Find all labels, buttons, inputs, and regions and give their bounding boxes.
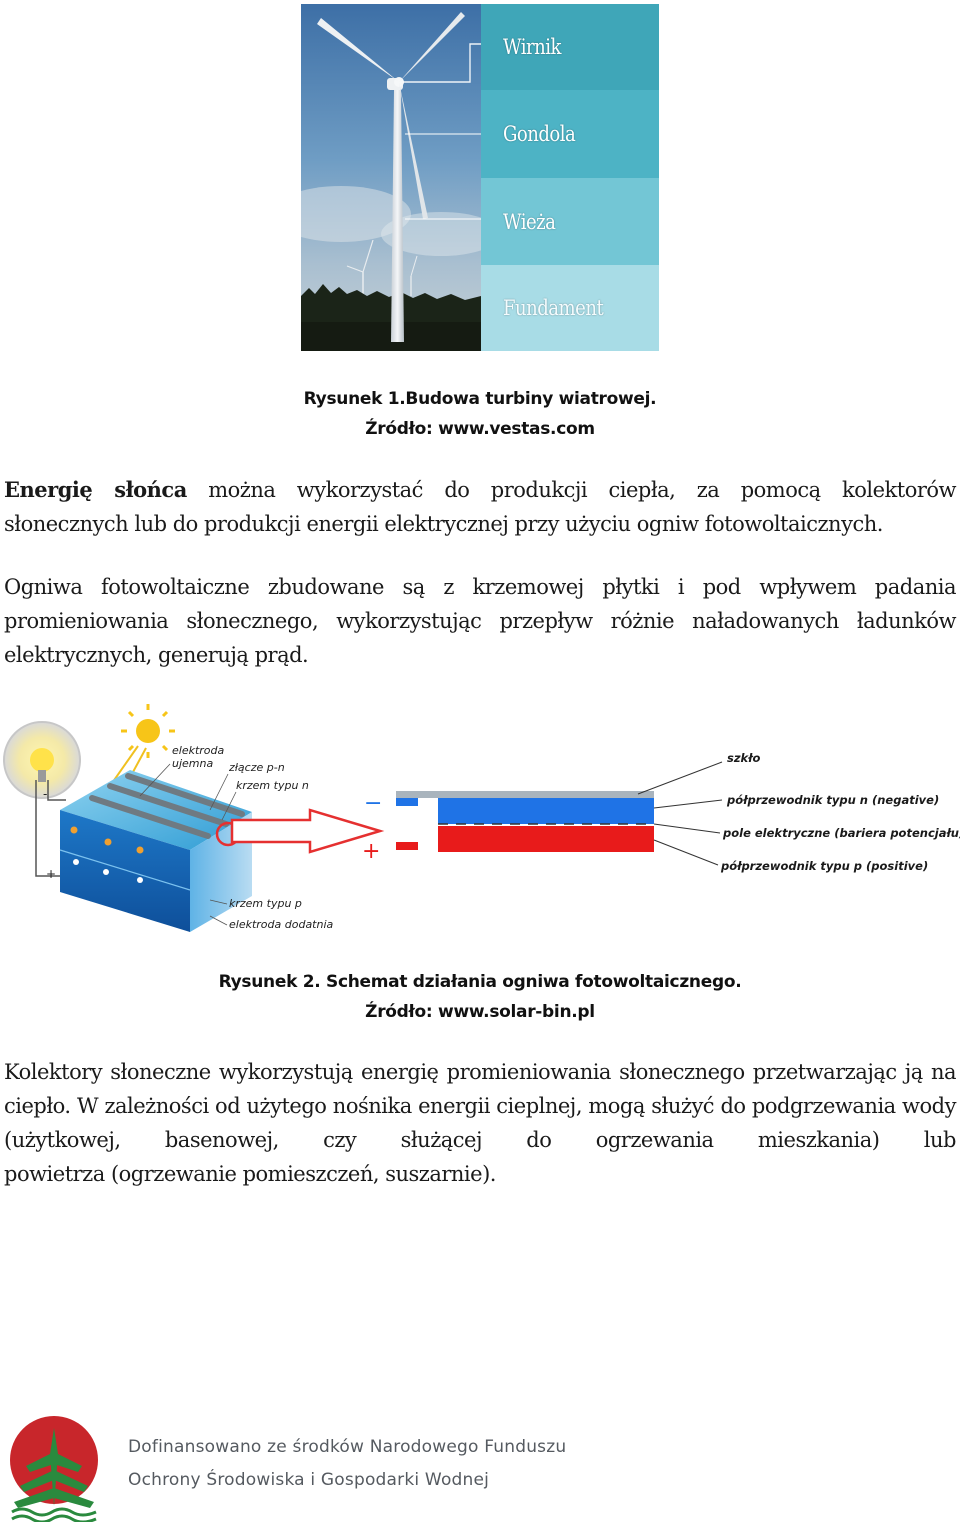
label-typ-n: półprzewodnik typu n (negative) [726,793,939,807]
footer-funding-line-1: Dofinansowano ze środków Narodowego Fund… [128,1437,567,1457]
p-type-layer [438,826,654,852]
positive-terminal-label: + [46,867,56,881]
solar-cell-block [59,770,252,932]
n-type-layer [438,798,654,824]
paragraph-text: Kolektory słoneczne wykorzystują energię… [4,1060,957,1152]
figure-2-caption-source: Źródło: www.solar-bin.pl [365,1002,595,1022]
glass-layer [396,791,654,798]
paragraph-pv-cells: Ogniwa fotowoltaiczne zbudowane są z krz… [4,570,957,672]
negative-terminal-label: - [43,787,47,801]
label-elektroda-ujemna-2: ujemna [172,757,213,770]
paragraph-text: elektrycznych, generują prąd. [4,643,309,667]
turbine-label-gondola: Gondola [481,90,659,178]
label-pole: pole elektryczne (bariera potencjału) [722,826,960,840]
turbine-label-fundament: Fundament [481,265,659,351]
figure-1-caption: Rysunek 1.Budowa turbiny wiatrowej. Źród… [0,384,960,444]
minus-sign: − [364,791,382,816]
label-typ-p: półprzewodnik typu p (positive) [720,859,928,873]
label-krzem-n: krzem typu n [236,779,309,792]
figure-wind-turbine: Wirnik Gondola Wieża Fundament [301,4,659,351]
paragraph-text: powietrza (ogrzewanie pomieszczeń, susza… [4,1162,496,1186]
plus-sign: + [362,839,380,864]
label-elektroda-dodatnia: elektroda dodatnia [229,918,334,931]
paragraph-solar-collectors: Kolektory słoneczne wykorzystują energię… [4,1055,957,1191]
turbine-label-wieza: Wieża [481,178,659,265]
label-elektroda-ujemna-1: elektroda [172,744,225,757]
label-text: Wieża [503,209,556,234]
arrow-icon [230,808,385,854]
figure-1-caption-title: Rysunek 1.Budowa turbiny wiatrowej. [303,389,657,409]
label-text: Wirnik [503,35,561,59]
label-text: Gondola [503,122,576,146]
figure-1-caption-source: Źródło: www.vestas.com [365,419,595,439]
turbine-label-wirnik: Wirnik [481,4,659,90]
paragraph-text: słonecznych lub do produkcji energii ele… [4,512,883,536]
label-krzem-p: krzem typu p [229,897,302,910]
footer-funding-line-2: Ochrony Środowiska i Gospodarki Wodnej [128,1470,490,1490]
sun-icon [121,704,175,758]
pv-layers-diagram: − + [362,791,654,864]
label-szklo: szkło [727,751,760,765]
light-bulb-icon [3,721,81,799]
pv-cell-diagram: - + elektroda ujemna [3,704,960,932]
figure-2-caption-title: Rysunek 2. Schemat działania ogniwa foto… [218,972,742,992]
figure-2-caption: Rysunek 2. Schemat działania ogniwa foto… [0,967,960,1027]
paragraph-lead: Energię słońca [4,477,187,502]
paragraph-text: Ogniwa fotowoltaiczne zbudowane są z krz… [4,575,957,633]
paragraph-solar-energy: Energię słońca można wykorzystać do prod… [4,473,957,541]
wind-turbine-photo [301,4,481,351]
figure-pv-cell: - + elektroda ujemna [0,700,960,940]
paragraph-text: można wykorzystać do produkcji ciepła, z… [186,478,957,502]
label-text: Fundament [503,296,604,320]
nfosigw-logo-icon [10,1416,98,1522]
label-zlacze-pn: złącze p-n [228,761,285,774]
